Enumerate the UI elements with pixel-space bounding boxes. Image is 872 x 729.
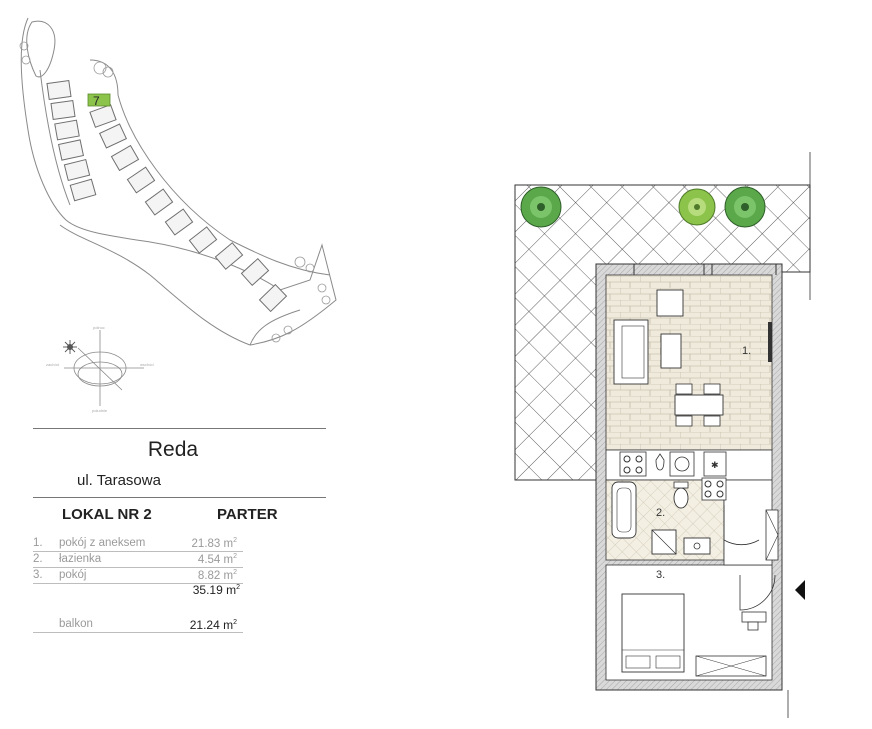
floor-label: PARTER <box>217 506 278 523</box>
bathtub <box>611 481 637 539</box>
room-number: 1. <box>33 537 43 549</box>
wardrobe <box>765 509 779 561</box>
washbasin-icon <box>683 537 711 555</box>
highlighted-unit-number: 7 <box>93 94 100 108</box>
sofa <box>613 319 649 385</box>
sun-icon <box>67 344 73 350</box>
room-name: pokój <box>59 569 87 581</box>
room-2-label: 2. <box>656 507 665 519</box>
washer-icon <box>669 451 695 477</box>
room-number: 3. <box>33 569 43 581</box>
highlighted-unit <box>87 93 111 107</box>
room-1-label: 1. <box>742 345 751 357</box>
unit-title: LOKAL NR 2 <box>62 506 152 523</box>
road-outline <box>20 17 337 346</box>
armchair <box>656 289 684 317</box>
total-area: 35.19 m2 <box>192 583 240 597</box>
tree-icon <box>724 186 766 228</box>
hallway-floor <box>723 479 773 566</box>
room-area: 21.83 m2 <box>191 537 237 550</box>
coffee-table <box>660 333 682 369</box>
entry-door <box>739 574 776 611</box>
balcony-label: balkon <box>59 618 93 630</box>
room-name: pokój z aneksem <box>59 537 146 549</box>
divider-middle <box>33 497 326 498</box>
sink-icon <box>655 453 665 471</box>
dining-table <box>674 394 724 416</box>
room-3-label: 3. <box>656 569 665 581</box>
room-area: 8.82 m2 <box>197 569 237 582</box>
tree-icon <box>678 188 716 226</box>
compass-south: południe <box>92 408 108 413</box>
compass-east: wschód <box>140 362 154 367</box>
bathroom-door <box>723 505 760 546</box>
compass-rose: północ wschód południe zachód <box>46 325 154 413</box>
stove-icon <box>619 451 647 477</box>
svg-text:✱: ✱ <box>711 460 719 470</box>
compass-north: północ <box>93 325 105 330</box>
floor-plan: 1. ✱ 2. 3. <box>514 152 811 718</box>
room-name: łazienka <box>59 553 102 565</box>
compass-west: zachód <box>46 362 59 367</box>
room-row: 2. łazienka 4.54 m2 <box>33 553 243 568</box>
room-area: 4.54 m2 <box>197 553 237 566</box>
room-row: 3. pokój 8.82 m2 <box>33 569 243 584</box>
entrance-arrow-icon <box>795 580 805 600</box>
street-address: ul. Tarasowa <box>77 472 161 489</box>
fridge-icon: ✱ <box>703 451 727 477</box>
tree-icon <box>520 186 562 228</box>
toilet-icon <box>673 487 689 509</box>
room-number: 2. <box>33 553 43 565</box>
city-title: Reda <box>147 438 199 461</box>
cooktop-icon <box>701 477 727 501</box>
room-row: 1. pokój z aneksem 21.83 m2 <box>33 537 243 552</box>
tv-cabinet <box>768 322 772 362</box>
balcony-row: balkon 21.24 m2 <box>33 618 243 633</box>
balcony-area: 21.24 m2 <box>189 618 237 632</box>
divider-top <box>33 428 326 429</box>
roundabout <box>26 20 56 78</box>
site-plan: 7 <box>19 17 337 346</box>
